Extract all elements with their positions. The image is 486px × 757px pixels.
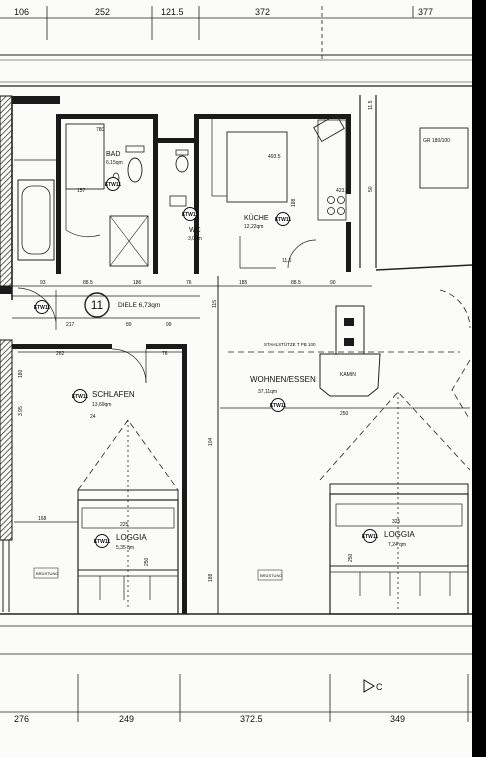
section-marker: C: [363, 679, 383, 693]
kitchen-name: KÜCHE: [244, 214, 269, 222]
loggia-right-area: 7,24 qm: [388, 542, 406, 548]
svg-text:ETW11: ETW11: [182, 212, 199, 218]
loggia-left-dim-225: 225: [120, 522, 129, 528]
living-area: 37,11qm: [258, 389, 277, 395]
loggia-left-dim-250: 250: [144, 557, 150, 566]
bottom-dim-4: 349: [390, 714, 405, 724]
dim-168: 168: [38, 516, 47, 522]
dim-493-5: 104: [208, 437, 214, 446]
utility-room-right: 11.5 50 GR 180/100: [359, 95, 472, 271]
svg-text:ETW11: ETW11: [94, 539, 111, 545]
room-badge-loggia-left: ETW11: [94, 534, 111, 548]
dim-89: 89: [126, 322, 132, 328]
loggia-left-area: 5,35 qm: [116, 545, 134, 551]
section-marker-label: C: [376, 682, 383, 692]
kitchen-dim-11-5: 423.5: [336, 188, 349, 194]
floor-plan-sheet: 106 252 121.5 372 377: [0, 0, 472, 757]
loggia-right-name: LOGGIA: [384, 530, 415, 539]
top-dim-5: 377: [418, 7, 433, 17]
loggia-left-name: LOGGIA: [116, 533, 147, 542]
hall: 11 DIELE 6,73qm 217 89 99: [12, 287, 200, 330]
parapet-mid: BRÜSTUNG: [260, 573, 282, 578]
util-dim-180: 50: [368, 186, 374, 192]
dim-93: 93: [40, 280, 46, 286]
parapet-left: BRÜSTUNG: [36, 571, 58, 576]
hall-label: DIELE 6,73qm: [118, 302, 160, 309]
bathroom-name: BAD: [106, 151, 120, 158]
dim-217: 217: [66, 322, 75, 328]
facade-base: [0, 613, 472, 655]
loggia-right: 325 250 LOGGIA 7,24 qm: [319, 391, 471, 615]
room-badge-bedroom: ETW11: [72, 389, 89, 403]
dim-88-5: 88.5: [83, 280, 93, 286]
wc-name: WC: [189, 227, 201, 234]
wc-area: 3,0qm: [188, 236, 202, 242]
kitchen-dim-372: 188: [291, 198, 297, 207]
dim-185: 185: [239, 280, 248, 286]
bottom-dim-3: 372.5: [240, 714, 263, 724]
bathroom: 780 157 BAD 6,15qm: [56, 114, 158, 274]
dim-423-5: 24: [90, 414, 96, 420]
room-badge-living: ETW11: [270, 398, 287, 412]
fireplace-label: KAMIN: [340, 372, 356, 378]
living-name: WOHNEN/ESSEN: [250, 375, 316, 384]
bathroom-area: 6,15qm: [106, 160, 123, 166]
stair-zone: [11, 96, 60, 300]
dim-188: 188: [208, 573, 214, 582]
dim-186: 186: [133, 280, 142, 286]
dim-157: 115: [212, 300, 218, 308]
svg-text:ETW11: ETW11: [275, 217, 292, 223]
top-dimension-chain: 106 252 121.5 372 377: [0, 6, 472, 87]
bottom-dimension-chain: 276 249 372.5 349: [0, 674, 472, 724]
exterior-wall-left: [0, 95, 13, 612]
util-label: GR 180/100: [423, 138, 450, 144]
wc-room: WC 3,0qm: [158, 114, 202, 274]
kitchen-area: 12,22qm: [244, 224, 263, 230]
top-dim-3: 121.5: [161, 7, 184, 17]
bath-dim-328: 780: [96, 127, 105, 133]
kitchen-dim-348: 493.5: [268, 154, 281, 160]
loggia-right-dim-250: 250: [348, 553, 354, 562]
room-badge-loggia-right: ETW11: [362, 529, 379, 543]
dim-76: 76: [186, 280, 192, 286]
top-dim-2: 252: [95, 7, 110, 17]
dim-88-5b: 88.5: [291, 280, 301, 286]
util-dim-50: 11.5: [368, 100, 374, 110]
room-badge-bath: ETW11: [105, 177, 122, 191]
dim-90: 90: [330, 280, 336, 286]
svg-text:ETW11: ETW11: [72, 394, 89, 400]
kitchen-dim-11-5b: 11.5: [282, 258, 292, 264]
bottom-dim-1: 276: [14, 714, 29, 724]
floor-plan-drawing: 106 252 121.5 372 377: [0, 6, 472, 724]
room-badge-wc: ETW11: [182, 207, 199, 221]
top-dim-4: 372: [255, 7, 270, 17]
loggia-right-dim-325: 325: [392, 519, 401, 525]
living-room: 115 104 188 KAMIN STAHLSTÜTZE T PB 100 W…: [208, 276, 471, 614]
svg-text:ETW11: ETW11: [270, 403, 287, 409]
bedroom-area: 13,69qm: [92, 402, 111, 408]
dim-99: 99: [166, 322, 172, 328]
dim-104: 180: [18, 369, 24, 378]
dim-262: 262: [56, 351, 65, 357]
dim-780: 250: [340, 411, 349, 417]
bottom-dim-2: 249: [119, 714, 134, 724]
hall-unit-number: 11: [91, 298, 104, 312]
svg-text:ETW11: ETW11: [34, 305, 51, 311]
svg-text:ETW11: ETW11: [362, 534, 379, 540]
dim-76b: 76: [162, 351, 168, 357]
top-dim-1: 106: [14, 7, 29, 17]
room-badge-hall: ETW11: [34, 300, 51, 314]
bath-dim-358: 157: [77, 188, 86, 194]
loggia-left: 225 250 LOGGIA 5,35 qm BRÜSTUNG: [33, 419, 179, 615]
dim-115: 3.95: [18, 406, 24, 416]
bedroom-name: SCHLAFEN: [92, 390, 135, 399]
interior-dim-row-1: 93 88.5 186 76 185 88.5 90: [12, 280, 372, 287]
bedroom: 262 76 180 3.95 SCHLAFEN 13,69qm 24 168: [12, 344, 187, 614]
room-badge-kitchen: ETW11: [275, 212, 292, 226]
kitchen: 493.5 188 KÜCHE 12,22qm 423.5 11.5: [199, 113, 351, 272]
svg-text:ETW11: ETW11: [105, 182, 122, 188]
stair-note: STAHLSTÜTZE T PB 100: [264, 341, 316, 347]
